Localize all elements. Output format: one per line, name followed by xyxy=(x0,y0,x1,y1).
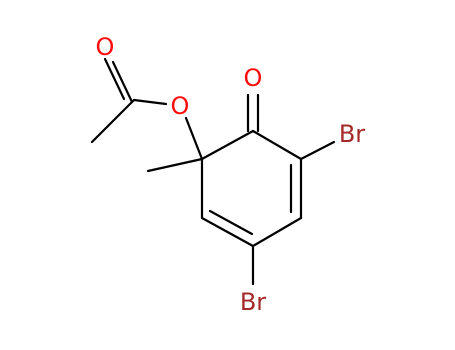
bonds xyxy=(90,57,336,286)
bond-oester-c6 xyxy=(184,116,204,161)
bond-acetyl-co-1 xyxy=(111,60,134,104)
atom-o-ester: O xyxy=(171,92,190,120)
atom-br-top: Br xyxy=(339,120,365,148)
bond-methyl-acetyl xyxy=(90,98,136,144)
atom-o-acetyl: O xyxy=(96,33,115,61)
bond-c1-c2 xyxy=(251,129,303,161)
bond-c4-c5-2 xyxy=(208,209,254,236)
bond-c4-c5-1 xyxy=(200,216,255,248)
bond-c6-methyl xyxy=(146,157,204,173)
atom-o-ketone: O xyxy=(244,64,263,92)
bond-c3-c4 xyxy=(251,216,303,248)
bond-acetyl-co-2 xyxy=(103,57,126,101)
atom-br-bottom: Br xyxy=(240,288,266,316)
bond-c2-br xyxy=(299,140,336,161)
bond-acetyl-oester xyxy=(132,98,168,106)
bond-c6-c1 xyxy=(200,129,255,161)
atom-labels: O O O Br Br xyxy=(96,33,366,316)
